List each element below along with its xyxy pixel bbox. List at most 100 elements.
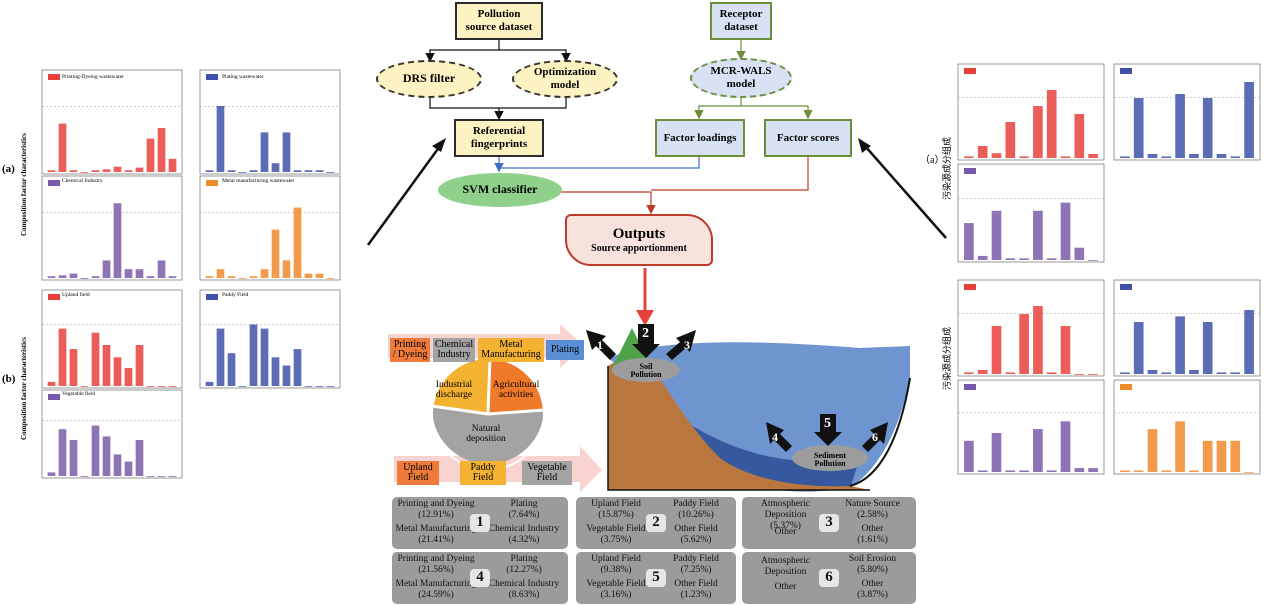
right-panel-1-bar	[1074, 114, 1085, 158]
right-panel-5-bar	[1216, 372, 1227, 374]
left-panel-b3-bar	[146, 476, 155, 477]
left-panel-a1-bar	[91, 170, 100, 172]
right-panel-3-legend-swatch	[964, 168, 976, 174]
right-panel-6-bar	[991, 433, 1002, 472]
left-panel-a4-bar	[293, 207, 302, 278]
summary-1-bl: Metal Manufacturing (21.41%)	[395, 524, 477, 545]
left-panel-a1-bar	[113, 166, 122, 172]
right-panel-3-bar	[1060, 202, 1071, 260]
left-ylabel-a: Composition factor characteristics	[20, 133, 28, 236]
summary-3-tl: Atmospheric Deposition (5.37%)	[760, 499, 811, 531]
right-panel-7-bar	[1230, 440, 1241, 472]
left-panel-b3-bar	[47, 472, 56, 476]
summary-4-number: 4	[470, 569, 490, 587]
summary-box-5: Upland Field (9.38%) Paddy Field (7.25%)…	[576, 552, 736, 604]
chip-paddy-field: Paddy Field	[460, 461, 506, 485]
left-panel-b1-bar	[135, 345, 144, 386]
left-panel-a1-bar	[168, 158, 177, 172]
right-panel-3-bar	[1088, 260, 1098, 261]
legend-a4: Metal manufacturing wastewater	[222, 178, 295, 184]
summary-box-2: Upland Field (15.87%) Paddy Field (10.26…	[576, 497, 736, 549]
right-panel-6-bar	[1019, 470, 1029, 472]
summary-box-1: Printing and Dyeing (12.91%) Plating (7.…	[392, 497, 568, 549]
left-panel-a2-bar	[326, 172, 335, 173]
right-panel-2-bar	[1244, 82, 1254, 158]
left-panel-b1-bar	[69, 349, 78, 386]
drs-filter-ellipse: DRS filter	[376, 60, 482, 98]
right-panel-4-legend-swatch	[964, 284, 976, 290]
arrow-number-4: 4	[772, 430, 778, 444]
right-panel-3-bar	[1005, 258, 1016, 260]
summary-6-number: 6	[819, 569, 839, 587]
summary-2-tr: Paddy Field (10.26%)	[673, 499, 719, 520]
left-panel-a3-bar	[102, 260, 111, 278]
right-panel-5-bar	[1161, 372, 1172, 374]
left-panel-b3-bar	[124, 461, 133, 476]
right-panel-4-bar	[964, 372, 974, 374]
left-panel-a2-bar	[260, 132, 269, 172]
right-ylabel-1: 污染源成分组成	[942, 136, 952, 200]
pie-industrial-label: Industrial discharge	[435, 380, 473, 400]
summary-4-bl: Metal Manufacturing (24.59%)	[395, 579, 477, 600]
left-panel-b2-bar	[282, 365, 291, 386]
legend-b1: Upland field	[62, 292, 90, 298]
left-panel-a2-bar	[293, 170, 302, 172]
right-panel-6-legend-swatch	[964, 384, 976, 390]
left-panel-a2-bar	[271, 163, 280, 172]
right-panel-2-bar	[1189, 154, 1199, 158]
right-panel-6-frame	[957, 379, 1105, 475]
right-panel-4-bar	[1074, 374, 1085, 375]
left-panel-a2-bar	[216, 106, 225, 172]
left-label-a: (a)	[2, 163, 15, 175]
right-panel-4-bar	[1088, 374, 1098, 375]
summary-1-br: Chemical Industry (4.32%)	[488, 524, 560, 545]
summary-5-bl: Vegetable Field (3.16%)	[586, 579, 646, 600]
right-panel-5-bar	[1147, 370, 1158, 374]
right-panel-5-bar	[1244, 310, 1254, 374]
left-panel-a1-bar	[135, 167, 144, 172]
right-panel-1-bar	[991, 153, 1002, 158]
summary-3-number: 3	[819, 514, 839, 532]
arrow-number-1: 1	[597, 338, 603, 352]
left-panel-a4-bar	[315, 273, 324, 278]
right-panel-3-bar	[1074, 247, 1085, 260]
right-panel-5-bar	[1189, 370, 1199, 374]
soil-pollution-label: Soil Pollution	[630, 361, 662, 379]
legend-b2: Paddy Field	[222, 292, 249, 298]
factor-scores-box: Factor scores	[764, 119, 852, 157]
left-panel-b2-bar	[227, 353, 236, 386]
chip-vegetable-field: Vegetable Field	[522, 461, 572, 485]
left-panel-a3-bar	[58, 275, 67, 278]
chip-printing-dyeing: Printing / Dyeing	[390, 338, 430, 362]
left-panel-a2-bar	[315, 170, 324, 172]
summary-1-number: 1	[470, 514, 490, 532]
summary-1-tr: Plating (7.64%)	[508, 499, 540, 520]
left-panel-a3-bar	[168, 276, 177, 278]
left-panel-b2-bar	[304, 386, 313, 387]
right-panel-1-bar	[1060, 156, 1071, 158]
right-panel-6-bar	[1046, 470, 1057, 472]
svm-classifier-ellipse: SVM classifier	[438, 173, 562, 207]
right-panel-2-bar	[1202, 98, 1213, 158]
left-panel-a3-bar	[146, 276, 155, 278]
summary-6-tr: Soil Erosion (5.80%)	[848, 554, 897, 575]
right-panel-2-bar	[1161, 156, 1172, 158]
arrow-number-3: 3	[684, 338, 690, 352]
left-panel-a3-bar	[80, 278, 89, 279]
right-panel-5-bar	[1202, 322, 1213, 374]
pie-agricultural-label: Agricultural activities	[492, 380, 540, 400]
summary-5-tl: Upland Field (9.38%)	[591, 554, 641, 575]
right-panel-2-bar	[1175, 94, 1185, 158]
right-panel-2-legend-swatch	[1120, 68, 1132, 74]
sediment-pollution-label: Sediment Pollution	[814, 450, 846, 468]
left-panel-a4-bar	[282, 260, 291, 278]
left-panel-b2-legend-swatch	[206, 294, 218, 300]
left-panel-a1-legend-swatch	[48, 74, 60, 80]
left-panel-a2-bar	[304, 170, 313, 172]
right-panel-3-bar	[1033, 210, 1043, 260]
summary-2-br: Other Field (5.62%)	[674, 524, 718, 545]
right-panel-4-bar	[1005, 372, 1016, 374]
factor-loadings-box: Factor loadings	[655, 119, 745, 157]
right-panel-4-bar	[1033, 306, 1043, 374]
summary-2-bl: Vegetable Field (3.75%)	[586, 524, 646, 545]
